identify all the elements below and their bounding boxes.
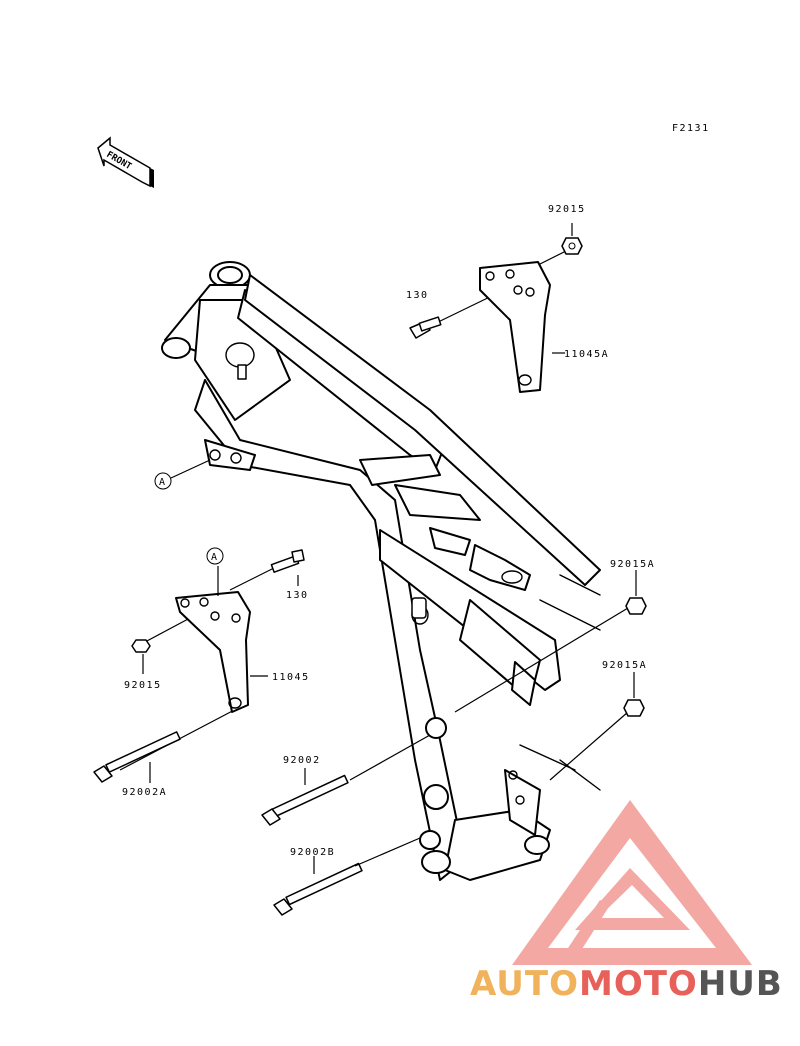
- callout-a-frame: A: [154, 459, 211, 490]
- callout-a-label: A: [159, 477, 167, 488]
- left-bracket-assembly: [119, 549, 305, 771]
- part-label-bracket-upper: 11045A: [564, 349, 609, 360]
- watermark-moto: MOTO: [579, 964, 698, 1004]
- watermark-auto: AUTO: [470, 964, 579, 1004]
- part-label-long-bolt-a: 92002A: [122, 787, 167, 798]
- part-label-bracket-left: 11045: [272, 672, 310, 683]
- part-label-nut-upper: 92015: [548, 204, 586, 215]
- part-label-long-bolt: 92002: [283, 755, 321, 766]
- callout-a-bracket: A: [206, 547, 224, 565]
- watermark-hub: HUB: [698, 964, 783, 1004]
- part-label-bolt-upper: 130: [406, 290, 429, 301]
- long-bolts: [93, 570, 647, 916]
- frame-drawing: [161, 261, 601, 881]
- part-label-nut-a2: 92015A: [602, 660, 647, 671]
- figure-code: F2131: [672, 123, 710, 134]
- part-label-nut-left: 92015: [124, 680, 162, 691]
- part-label-long-bolt-b: 92002B: [290, 847, 335, 858]
- watermark-logo-icon: [512, 800, 752, 965]
- watermark-text: AUTOMOTOHUB: [470, 964, 783, 1004]
- part-label-nut-a1: 92015A: [610, 559, 655, 570]
- front-arrow-icon: FRONT: [97, 136, 154, 188]
- callout-a-label: A: [211, 552, 219, 563]
- part-label-bolt-left: 130: [286, 590, 309, 601]
- upper-bracket-assembly: [409, 223, 583, 393]
